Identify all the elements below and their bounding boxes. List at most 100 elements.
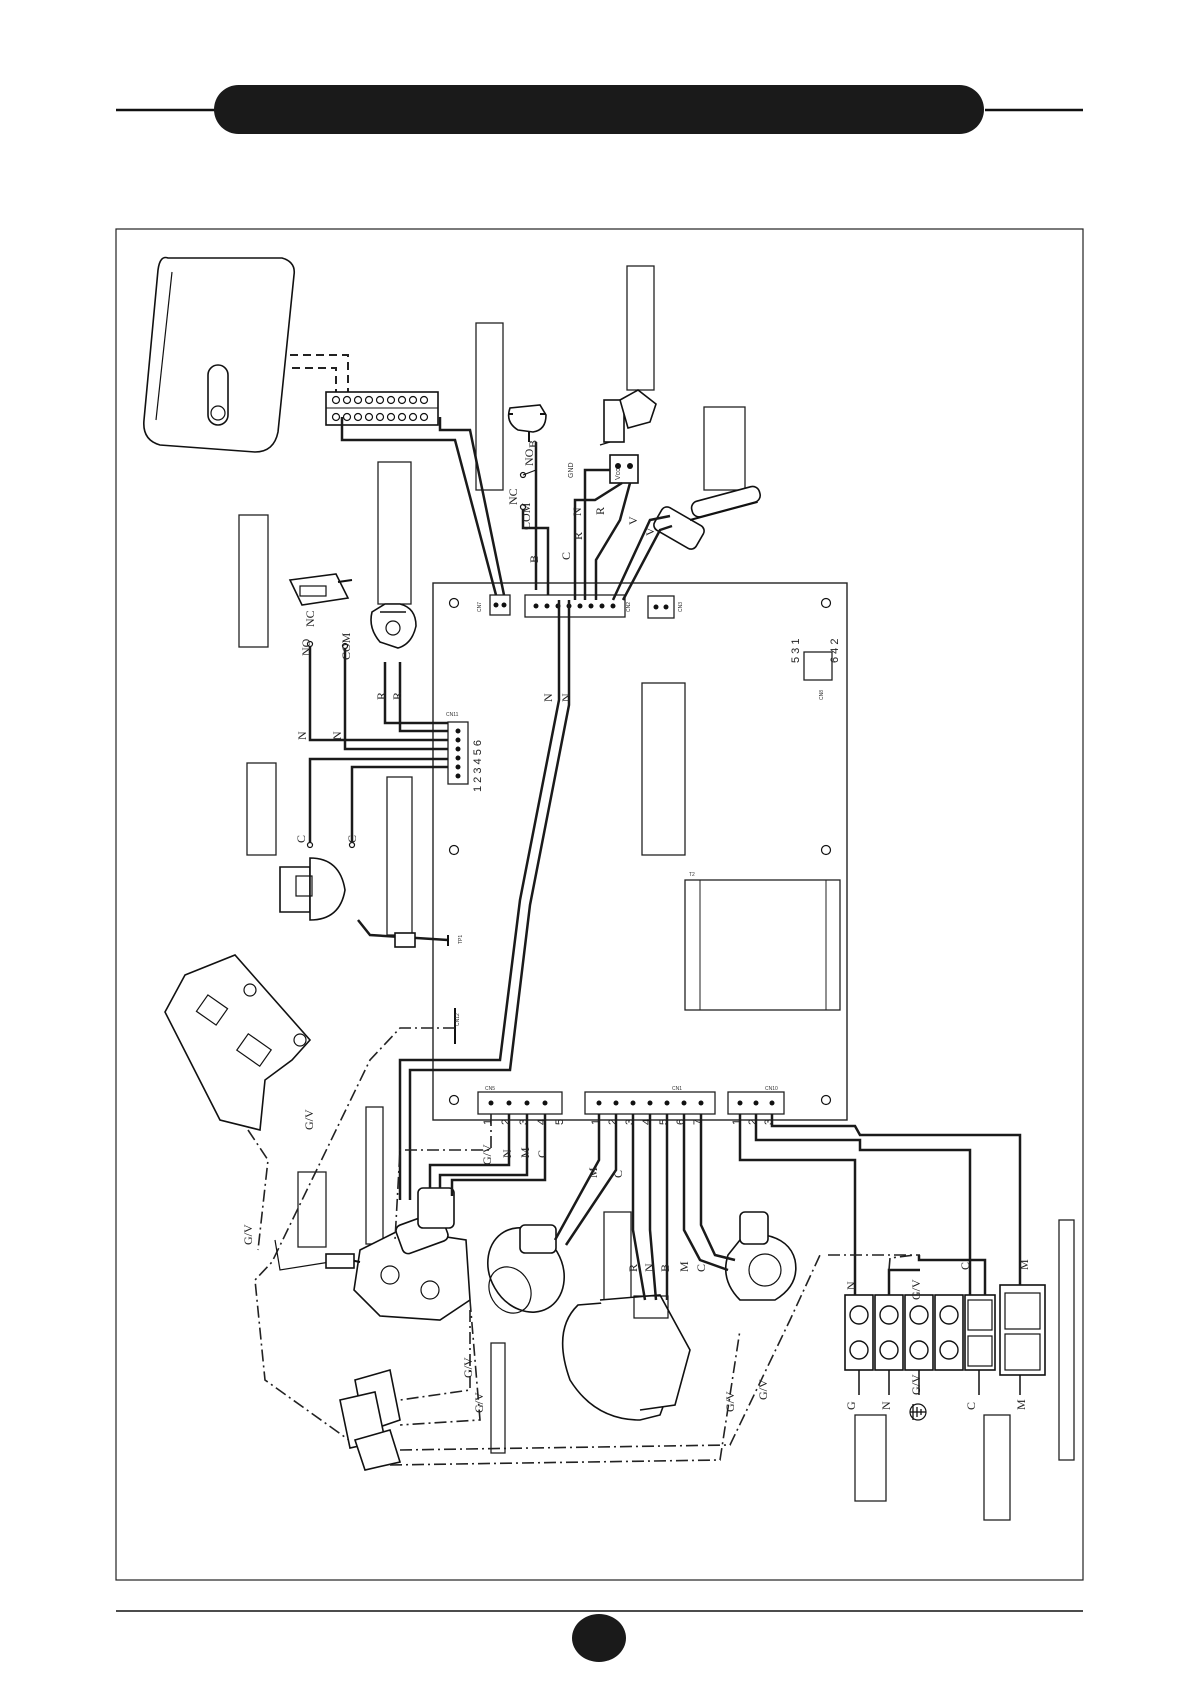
- wire-mains-n2: [919, 1255, 985, 1295]
- label-n-mains: N: [844, 1281, 858, 1290]
- label-com: COM: [519, 502, 533, 530]
- label-box-electrode: [387, 777, 412, 935]
- ntc-sensor: [652, 485, 762, 551]
- room-thermostat: [144, 258, 294, 453]
- three-way-valve: [726, 1212, 796, 1300]
- label-no: NO: [522, 448, 536, 466]
- label-box-flame-sensor: [378, 462, 411, 604]
- label-box-gas-valve: [366, 1107, 383, 1244]
- pressure-switch: [508, 405, 546, 442]
- label-gv-bracket: G/V: [302, 1109, 316, 1130]
- board-label-box: [642, 683, 685, 855]
- cn12-label: CN12: [455, 1013, 461, 1026]
- cn11-pin-numbers: 1 2 3 4 5 6: [472, 740, 484, 792]
- label-gv-mains: G/V: [909, 1279, 923, 1300]
- thermostat-link-1: [290, 355, 348, 392]
- label-c-left-1: C: [294, 835, 308, 843]
- cn8-pins-top: 5 3 1: [790, 639, 802, 663]
- label-m-valve: M: [677, 1261, 691, 1272]
- cn11-label: CN11: [446, 712, 459, 718]
- label-no-left: NO: [299, 638, 313, 656]
- label-n-main-1: N: [541, 693, 555, 702]
- label-r-left-2: R: [390, 692, 404, 700]
- label-c: C: [559, 552, 573, 560]
- label-m-bottom: M: [1014, 1399, 1028, 1410]
- label-m-cn5: M: [518, 1147, 532, 1158]
- label-gv-cn5: G/V: [480, 1144, 494, 1165]
- tp1-label: TP1: [458, 935, 464, 944]
- cn5-pin-1: 1: [482, 1119, 494, 1125]
- t2-label: T2: [689, 872, 695, 878]
- wire-flow-n: [585, 470, 610, 600]
- circulating-pump: [563, 1295, 690, 1420]
- label-box-igniter: [298, 1172, 326, 1247]
- air-pressure-switch: [371, 604, 416, 648]
- header-banner: [214, 85, 984, 134]
- label-b: B: [527, 555, 541, 563]
- label-c-fan: C: [611, 1170, 625, 1178]
- earth-symbol-icon: [910, 1404, 926, 1420]
- wire-limit-1: [310, 759, 448, 843]
- label-n-cn5: N: [500, 1149, 514, 1158]
- label-box-pressure-switch: [476, 323, 503, 490]
- burner-bracket: [165, 955, 310, 1130]
- footer: [116, 1611, 1083, 1662]
- cn10-label: CN10: [765, 1086, 778, 1092]
- label-b-pump: B: [658, 1264, 672, 1272]
- label-box-earth: [491, 1343, 505, 1453]
- wire-cn5-n: [430, 1114, 509, 1188]
- label-c-mains: C: [958, 1262, 972, 1270]
- wire-valve-c: [701, 1114, 735, 1260]
- cn8-pins-bottom: 6 4 2: [829, 639, 841, 663]
- label-v-2: V: [643, 527, 657, 536]
- label-r-pump: R: [626, 1264, 640, 1272]
- label-box-flow-sensor: [627, 266, 654, 390]
- label-m-mains: M: [1017, 1259, 1031, 1270]
- label-c-valve: C: [694, 1264, 708, 1272]
- connector-cn7: [490, 595, 510, 615]
- label-n-pump: N: [642, 1263, 656, 1272]
- earth-block: [340, 1370, 400, 1470]
- label-box-flow-switch: [239, 515, 268, 647]
- label-c-left-2: C: [345, 835, 359, 843]
- earth-line-valve: [400, 1310, 470, 1400]
- label-v-1: V: [626, 516, 640, 525]
- pcb-outline: [433, 583, 847, 1120]
- label-n-main-2: N: [559, 693, 573, 702]
- cn5-pin-5: 5: [554, 1119, 566, 1125]
- fan-motor: [473, 1214, 579, 1326]
- cn7-label: CN7: [477, 602, 483, 612]
- label-n-bottom: N: [879, 1401, 893, 1410]
- label-gnd: GND: [568, 462, 575, 478]
- label-r-2: R: [593, 507, 607, 515]
- cn8-label: CN8: [819, 690, 825, 700]
- header: [116, 85, 1083, 134]
- label-box-limit-thermostat: [247, 763, 276, 855]
- label-c-cn5: C: [535, 1150, 549, 1158]
- label-c-bottom: C: [964, 1402, 978, 1410]
- cn2-label: CN2: [626, 602, 632, 612]
- label-gv-pump: G/V: [723, 1391, 737, 1412]
- label-box-mains: [855, 1415, 886, 1501]
- label-box-pump: [984, 1415, 1010, 1520]
- connector-cn8: [804, 652, 832, 680]
- label-gv-left: G/V: [241, 1224, 255, 1245]
- label-nc: NC: [506, 488, 520, 505]
- label-n: N: [570, 507, 584, 516]
- label-b-top: B: [526, 440, 540, 448]
- label-g-bottom: G: [844, 1401, 858, 1410]
- label-gv-bottom: G/V: [909, 1374, 923, 1395]
- label-m-fan: M: [586, 1167, 600, 1178]
- page-number-badge: [572, 1614, 626, 1662]
- mains-terminal-block: [845, 1285, 1045, 1375]
- cn1-label: CN1: [672, 1086, 682, 1092]
- thermostat-dial: [208, 365, 228, 425]
- label-gv-valve-1: G/V: [461, 1357, 475, 1378]
- control-board: T2 CN7 CN2 CN3 5 3 1 6 4 2 CN8 CN11: [433, 583, 847, 1120]
- wire-valve-m: [684, 1114, 728, 1270]
- thermostat-link-2: [292, 368, 336, 392]
- cn5-label: CN5: [485, 1086, 495, 1092]
- label-com-left: COM: [339, 632, 353, 660]
- water-flow-switch: [290, 574, 352, 605]
- label-r-left-1: R: [374, 692, 388, 700]
